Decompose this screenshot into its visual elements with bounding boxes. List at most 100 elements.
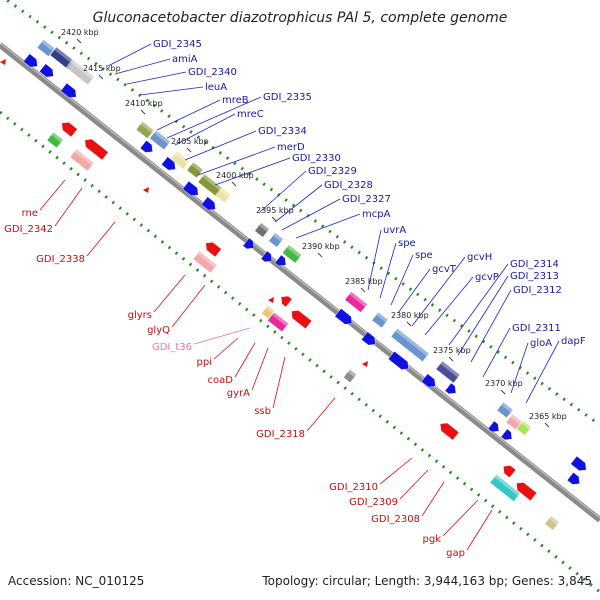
gene-block	[50, 47, 74, 69]
label-connector	[193, 327, 251, 345]
gene-label[interactable]: GDI_2313	[510, 271, 559, 282]
map-title: Gluconacetobacter diazotrophicus PAl 5, …	[92, 10, 508, 26]
gene-label[interactable]: gcvP	[475, 272, 499, 283]
gene-label[interactable]: GDI_2308	[371, 514, 420, 525]
gene-label[interactable]: dapF	[561, 336, 586, 347]
gene-label[interactable]: mcpA	[362, 209, 391, 220]
gene-shape	[439, 422, 460, 441]
gene-shape	[84, 138, 109, 161]
gene-label[interactable]: GDI_2309	[349, 497, 398, 508]
gene-label[interactable]: mreC	[237, 109, 264, 120]
tick-label: 2400 kbp	[216, 171, 254, 180]
gene-label[interactable]: gap	[446, 548, 465, 559]
label-connector	[184, 130, 257, 161]
gene-label[interactable]: GDI_2327	[342, 194, 391, 205]
gene-label[interactable]: spe	[415, 250, 433, 261]
gene-arrow	[161, 156, 176, 171]
label-connector	[156, 99, 221, 131]
gene-label[interactable]: GDI_2335	[263, 92, 312, 103]
gene-label[interactable]: gcvH	[467, 252, 492, 263]
gene-label[interactable]: coaD	[208, 375, 234, 386]
gene-label[interactable]: uvrA	[383, 225, 406, 236]
genome-backbone	[0, 42, 600, 523]
gene-label[interactable]: GDI_2342	[4, 224, 53, 235]
gene-highlight	[521, 420, 532, 430]
gene-label[interactable]: GDI_t36	[152, 342, 192, 353]
gene-label[interactable]: GDI_2310	[329, 482, 378, 493]
gene-block	[70, 149, 94, 171]
gene-label[interactable]: GDI_2311	[512, 323, 561, 334]
gene-label[interactable]: glyrs	[128, 310, 152, 321]
gene-label[interactable]: pgk	[423, 534, 442, 545]
label-connector	[379, 457, 413, 485]
gene-highlight	[202, 174, 222, 191]
gene-shape	[343, 369, 357, 383]
gene-highlight	[197, 251, 217, 268]
gene-highlight	[54, 47, 74, 64]
gene-shape	[254, 222, 270, 238]
label-connector	[510, 342, 529, 394]
gene-label[interactable]: GDI_2334	[258, 126, 307, 137]
gene-label[interactable]: mreB	[222, 95, 249, 106]
gene-label[interactable]: GDI_2318	[256, 429, 305, 440]
gene-block	[506, 414, 522, 430]
gene-label[interactable]: merD	[277, 142, 305, 153]
gene-arrow	[84, 138, 109, 161]
label-connector	[251, 347, 269, 391]
forward-strand-features	[23, 39, 587, 485]
gene-shape	[391, 328, 429, 362]
gene-shape	[436, 361, 460, 383]
gene-block	[193, 251, 217, 273]
gene-label[interactable]: leuA	[205, 82, 227, 93]
gene-arrow	[516, 482, 538, 502]
gene-highlight	[440, 361, 460, 378]
tick-mark	[76, 38, 82, 44]
gene-label[interactable]: GDI_2329	[308, 166, 357, 177]
gene-highlight	[494, 474, 520, 497]
gene-label[interactable]: glyQ	[147, 325, 170, 336]
gene-label[interactable]: GDI_2328	[324, 180, 373, 191]
gene-block	[544, 515, 560, 531]
gene-label[interactable]: GDI_2314	[510, 259, 559, 270]
gene-shape	[50, 47, 74, 69]
gene-label[interactable]: gloA	[530, 338, 552, 349]
label-connector	[197, 146, 276, 176]
gene-highlight	[376, 312, 388, 323]
gene-shape	[387, 350, 409, 370]
gene-label[interactable]: amiA	[172, 54, 198, 65]
gene-label[interactable]: GDI_2330	[292, 153, 341, 164]
label-connector	[86, 221, 116, 257]
feature-marker	[0, 59, 6, 65]
gene-highlight	[259, 222, 270, 232]
gene-label[interactable]: spe	[398, 238, 416, 249]
gene-arrow	[439, 422, 460, 441]
gene-label[interactable]: rne	[22, 208, 38, 219]
gene-shape	[182, 180, 199, 196]
gene-highlight	[349, 291, 367, 307]
label-connector	[107, 43, 152, 67]
gene-highlight	[265, 305, 275, 314]
gene-label[interactable]: GDI_2312	[513, 285, 562, 296]
tick-label: 2405 kbp	[171, 137, 209, 146]
gene-highlight	[347, 369, 357, 378]
gene-shape	[198, 174, 222, 196]
tick-mark	[140, 109, 146, 115]
gene-arrow	[361, 331, 376, 346]
gene-highlight	[219, 187, 231, 198]
gene-block	[267, 312, 289, 332]
label-connector	[259, 170, 307, 213]
gene-shape	[37, 39, 55, 57]
gene-label[interactable]: GDI_2340	[188, 67, 237, 78]
gene-label[interactable]: ppi	[197, 357, 212, 368]
gene-label[interactable]: ssb	[254, 406, 271, 417]
gene-shape	[372, 312, 388, 328]
gene-label[interactable]: gcvT	[432, 264, 457, 275]
gene-shape	[497, 402, 513, 418]
tick-label: 2410 kbp	[125, 99, 163, 108]
gene-label[interactable]: GDI_2338	[36, 254, 85, 265]
gene-label[interactable]: gyrA	[227, 388, 250, 399]
gene-highlight	[41, 39, 55, 52]
gene-label[interactable]: GDI_2345	[153, 39, 202, 50]
